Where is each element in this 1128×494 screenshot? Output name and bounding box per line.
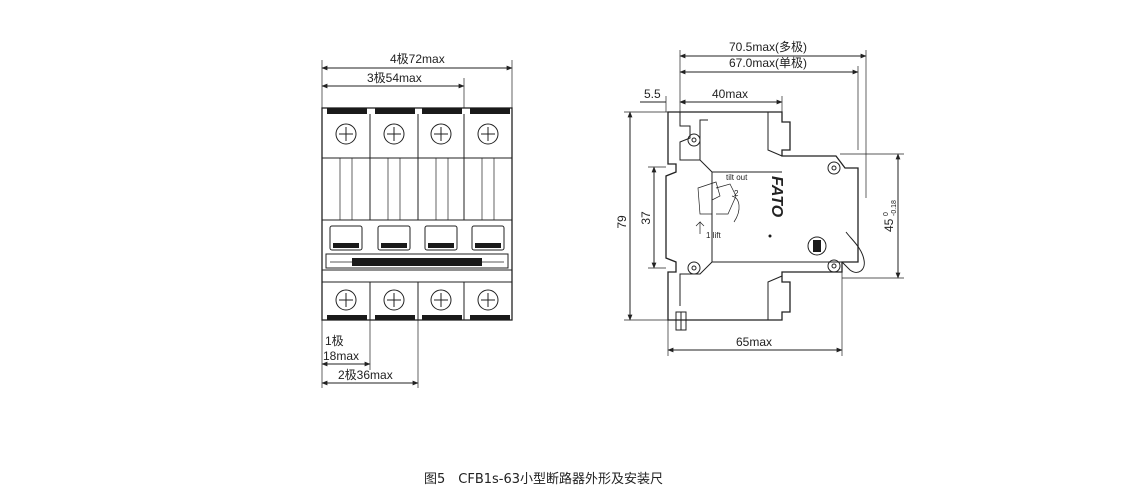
brand-logo: FATO	[768, 176, 785, 218]
dim-45: 45	[882, 218, 896, 232]
bottom-terminal-screws	[335, 289, 499, 311]
step-2-label: 2	[734, 189, 739, 198]
dim-2pole: 2极36max	[338, 368, 393, 382]
front-view: 4极72max 3极54max	[321, 52, 513, 388]
figure-caption: 图5 CFB1s-63小型断路器外形及安装尺	[424, 471, 663, 487]
dim-4pole: 4极72max	[390, 52, 445, 66]
dim-5-5: 5.5	[644, 87, 661, 101]
dim-single-pole: 67.0max(单极)	[729, 56, 807, 70]
dim-45-lower-tol: -0.18	[891, 200, 898, 216]
breaker-body-side	[665, 111, 859, 321]
tilt-out-label: tilt out	[726, 173, 748, 182]
dim-37: 37	[639, 211, 653, 225]
dim-3pole: 3极54max	[367, 71, 422, 85]
dim-1pole-line2: 18max	[323, 349, 359, 363]
lift-label: 1 lift	[706, 231, 721, 240]
dim-65max: 65max	[736, 335, 772, 349]
dim-79: 79	[615, 215, 629, 229]
dim-multi-pole: 70.5max(多极)	[729, 40, 807, 54]
toggle-levers	[329, 225, 505, 251]
tilt-lift-diagram: tilt out 2 1 lift	[695, 173, 748, 240]
side-view: 70.5max(多极) 67.0max(单极) 5.5 40max 79 37	[615, 40, 904, 356]
dim-45-upper-tol: 0	[883, 212, 890, 216]
dim-40max: 40max	[712, 87, 748, 101]
top-terminal-screws	[335, 123, 499, 145]
dim-1pole-line1: 1极	[325, 334, 344, 348]
